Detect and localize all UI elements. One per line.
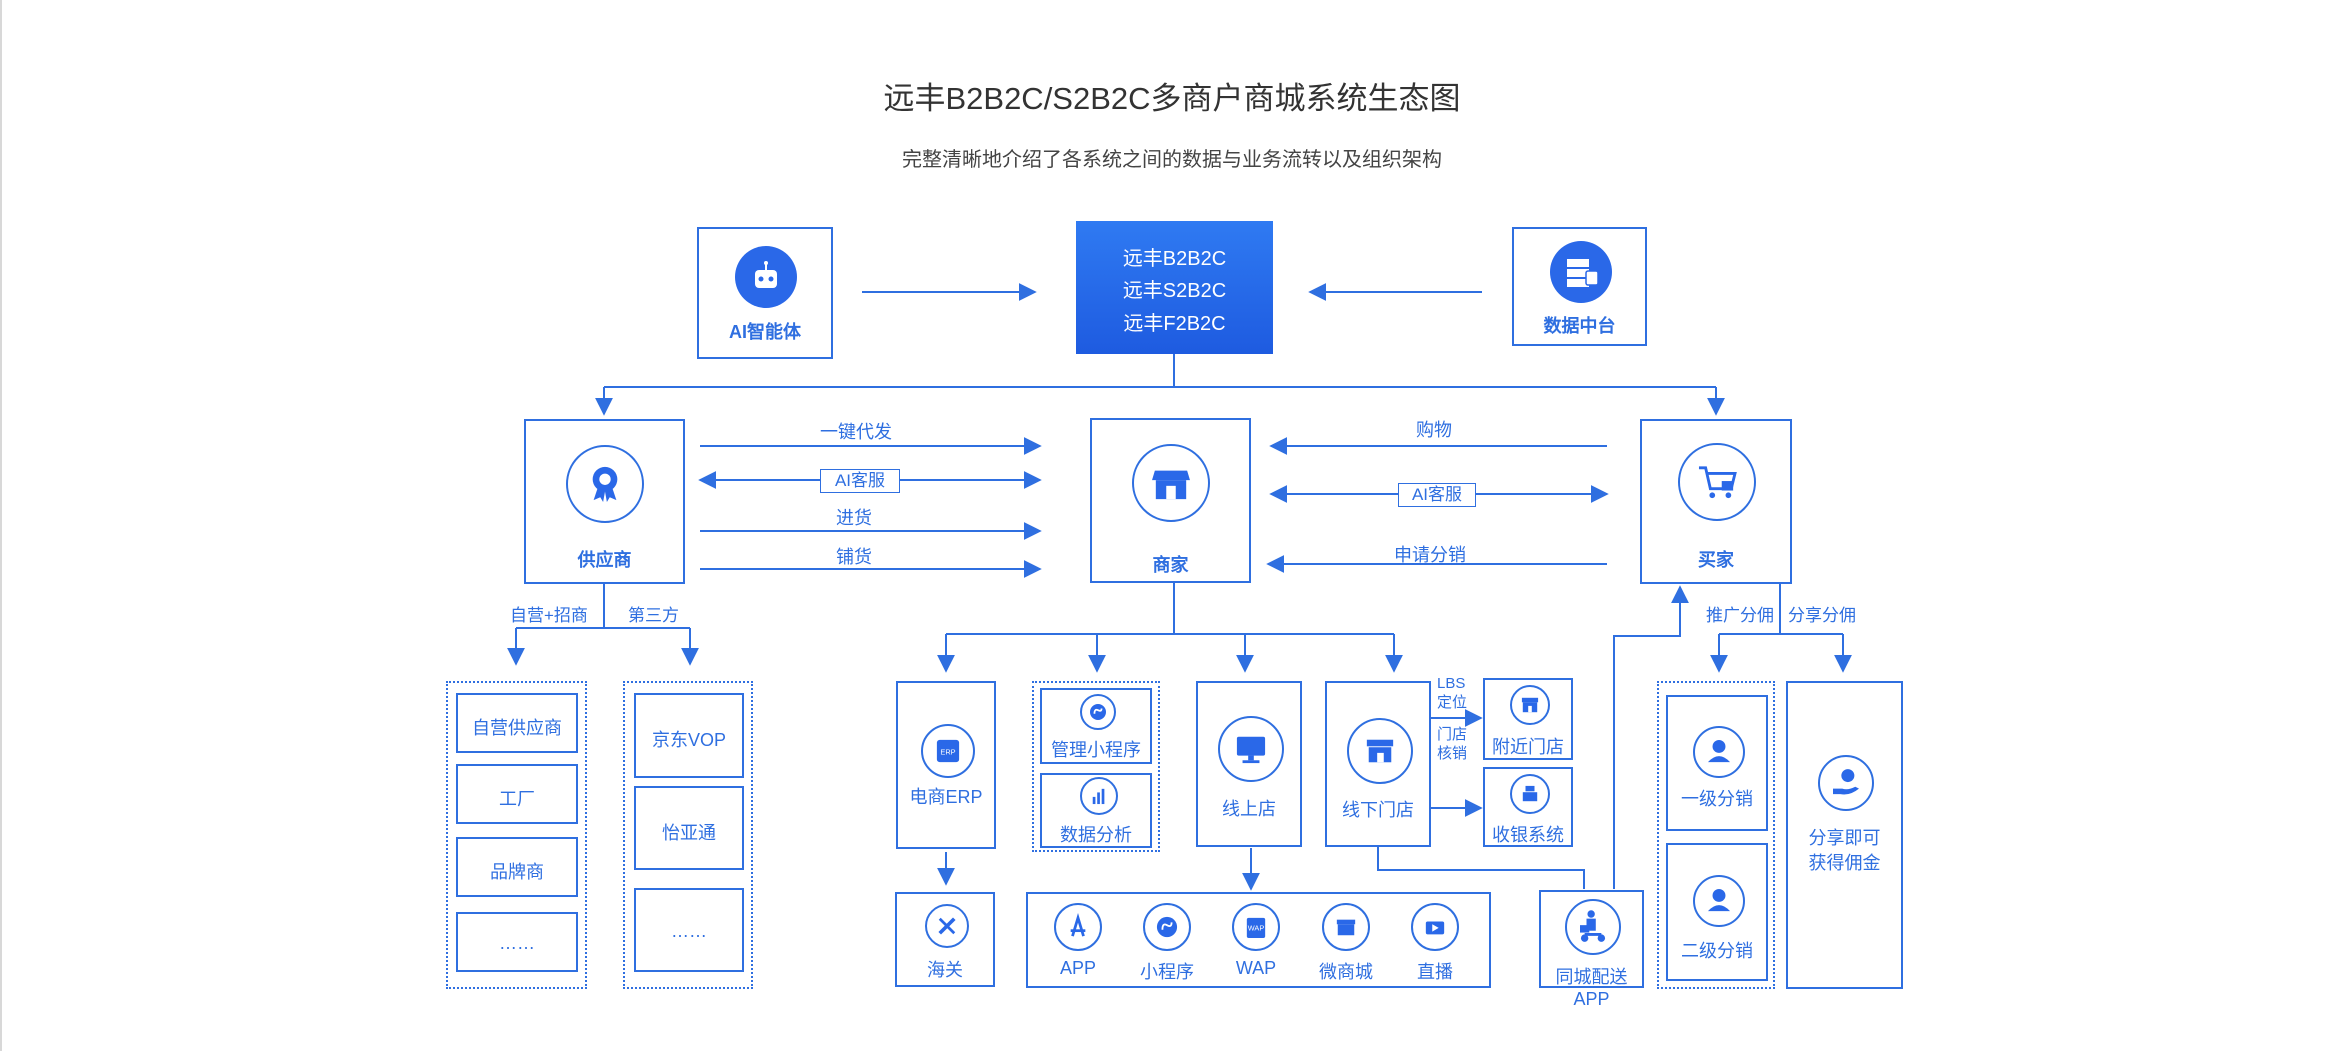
buyer-box: 买家	[1640, 419, 1792, 584]
push-commission-label: 推广分佣	[1706, 606, 1774, 625]
list-item: 工厂	[456, 764, 578, 824]
list-item: ……	[634, 888, 744, 972]
courier-icon	[1565, 899, 1621, 955]
page-subtitle: 完整清晰地介绍了各系统之间的数据与业务流转以及组织架构	[902, 149, 1442, 171]
admin-tools-group: 管理小程序 数据分析	[1032, 681, 1160, 852]
supplier-box: 供应商	[524, 419, 685, 584]
online-store-box: 线上店	[1196, 681, 1302, 847]
channel-label: 微商城	[1319, 962, 1373, 982]
customs-label: 海关	[927, 960, 963, 980]
mini-admin-box: 管理小程序	[1040, 688, 1152, 764]
cart-icon	[1678, 443, 1756, 521]
page-left-border	[0, 0, 2, 1051]
self-operated-label: 自营+招商	[510, 606, 588, 625]
flow-shopping-label: 购物	[1416, 420, 1452, 440]
tools-icon	[925, 904, 969, 948]
merchant-box: 商家	[1090, 418, 1251, 583]
cashier-box: 收银系统	[1483, 767, 1573, 847]
level2-box: 二级分销	[1666, 843, 1768, 981]
offline-store-box: 线下门店	[1325, 681, 1431, 847]
shop-icon	[1322, 903, 1370, 951]
distribution-group: 一级分销 二级分销	[1657, 681, 1775, 989]
mini-program-icon	[1080, 694, 1116, 730]
flow-ai-service-tag-left: AI客服	[820, 469, 900, 493]
self-operated-group: 自营供应商 工厂 品牌商 ……	[446, 681, 587, 989]
data-analysis-label: 数据分析	[1060, 825, 1132, 845]
list-item: 怡亚通	[634, 786, 744, 870]
data-center-label: 数据中台	[1543, 316, 1616, 336]
mini-program-icon	[1143, 903, 1191, 951]
erp-label: 电商ERP	[909, 787, 983, 807]
ai-agent-label: AI智能体	[729, 322, 801, 342]
core-line-1: 远丰B2B2C	[1122, 248, 1227, 270]
user-icon	[1693, 726, 1745, 778]
award-icon	[566, 445, 644, 523]
share-commission-label: 分享分佣	[1788, 606, 1856, 625]
core-platform-box: 远丰B2B2C 远丰S2B2C 远丰F2B2C	[1076, 221, 1273, 354]
user-icon	[1693, 875, 1745, 927]
storefront-icon	[1347, 718, 1413, 784]
channel-label: APP	[1059, 958, 1097, 978]
channels-box: APP 小程序 WAP WAP 微商城 直播	[1026, 892, 1491, 988]
list-item: 自营供应商	[456, 693, 578, 753]
flow-apply-distribution-label: 申请分销	[1394, 545, 1466, 565]
third-party-group: 京东VOP 怡亚通 ……	[623, 681, 753, 989]
svg-text:ERP: ERP	[940, 748, 955, 757]
server-icon	[1550, 241, 1612, 303]
share-earn-line-2: 获得佣金	[1808, 853, 1881, 873]
buyer-label: 买家	[1698, 550, 1734, 570]
delivery-app-box: 同城配送APP	[1539, 890, 1644, 1009]
core-line-2: 远丰S2B2C	[1122, 280, 1227, 302]
mini-admin-label: 管理小程序	[1051, 740, 1141, 760]
bar-chart-icon	[1080, 777, 1118, 815]
flow-one-click-label: 一键代发	[820, 422, 892, 442]
app-store-icon	[1054, 903, 1102, 951]
list-item: 品牌商	[456, 837, 578, 897]
channel-label: 小程序	[1140, 962, 1194, 982]
monitor-icon	[1218, 716, 1284, 782]
list-item: ……	[456, 912, 578, 972]
ai-agent-box: AI智能体	[697, 227, 833, 359]
verify-label: 门店核销	[1437, 726, 1468, 762]
storefront-icon	[1510, 685, 1550, 725]
channel-label: 直播	[1417, 962, 1453, 982]
wap-icon: WAP	[1232, 903, 1280, 951]
svg-text:WAP: WAP	[1248, 924, 1265, 933]
erp-icon: ERP	[921, 724, 975, 778]
customs-box: 海关	[895, 892, 995, 987]
flow-ai-service-tag-right: AI客服	[1398, 483, 1476, 507]
cash-register-icon	[1510, 774, 1550, 814]
hand-coin-icon	[1818, 755, 1874, 811]
erp-box: ERP 电商ERP	[896, 681, 996, 849]
offline-store-label: 线下门店	[1342, 800, 1414, 820]
list-item: 京东VOP	[634, 693, 744, 778]
share-earn-line-1: 分享即可	[1808, 828, 1881, 848]
data-analysis-box: 数据分析	[1040, 773, 1152, 848]
shop-icon	[1132, 444, 1210, 522]
share-earn-box: 分享即可 获得佣金	[1786, 681, 1903, 989]
cashier-label: 收银系统	[1492, 825, 1564, 845]
level1-box: 一级分销	[1666, 695, 1768, 831]
core-line-3: 远丰F2B2C	[1123, 313, 1226, 335]
channel-label: WAP	[1235, 958, 1277, 978]
level1-label: 一级分销	[1681, 789, 1753, 809]
third-party-label: 第三方	[628, 606, 679, 625]
supplier-label: 供应商	[577, 550, 632, 570]
merchant-label: 商家	[1152, 555, 1189, 575]
data-center-box: 数据中台	[1512, 227, 1647, 346]
robot-icon	[735, 246, 797, 308]
video-icon	[1411, 903, 1459, 951]
page-title: 远丰B2B2C/S2B2C多商户商城系统生态图	[883, 81, 1461, 116]
online-store-label: 线上店	[1222, 799, 1276, 819]
flow-distribute-label: 铺货	[836, 547, 872, 567]
level2-label: 二级分销	[1681, 941, 1753, 961]
flow-stock-in-label: 进货	[836, 508, 872, 528]
delivery-app-label: 同城配送APP	[1555, 967, 1628, 1009]
nearby-store-box: 附近门店	[1483, 678, 1573, 760]
nearby-store-label: 附近门店	[1492, 737, 1564, 757]
